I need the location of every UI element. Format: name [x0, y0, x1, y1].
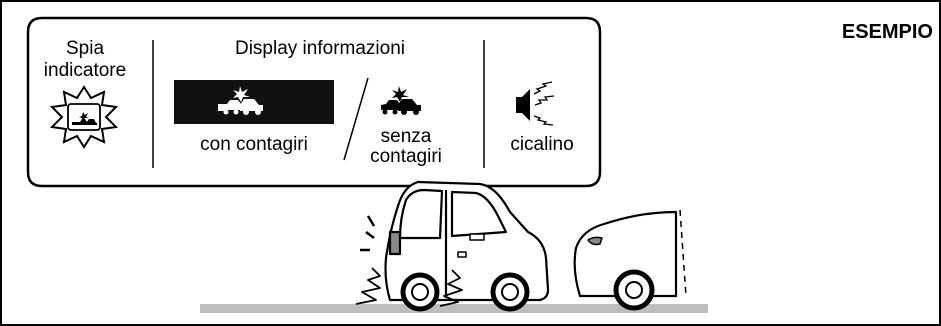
buzzer-icon	[516, 81, 555, 126]
slash-divider	[343, 77, 369, 161]
car-ahead-illustration	[573, 209, 687, 311]
display-title: Display informazioni	[234, 38, 405, 59]
road	[200, 304, 708, 313]
collision-warning-lamp-icon	[49, 85, 119, 149]
example-label: ESEMPIO	[841, 21, 933, 43]
without-tach-caption-line1: senza	[380, 126, 432, 147]
van-illustration	[355, 180, 550, 312]
collision-icon-without-tach	[381, 86, 421, 115]
buzzer-caption: cicalino	[510, 134, 574, 155]
without-tach-caption-line2: contagiri	[370, 146, 442, 167]
collision-icon-with-tach	[218, 86, 263, 115]
indicator-label-line2: indicatore	[43, 60, 127, 81]
indicator-label-line1: Spia	[65, 38, 105, 59]
with-tach-caption: con contagiri	[200, 134, 308, 155]
